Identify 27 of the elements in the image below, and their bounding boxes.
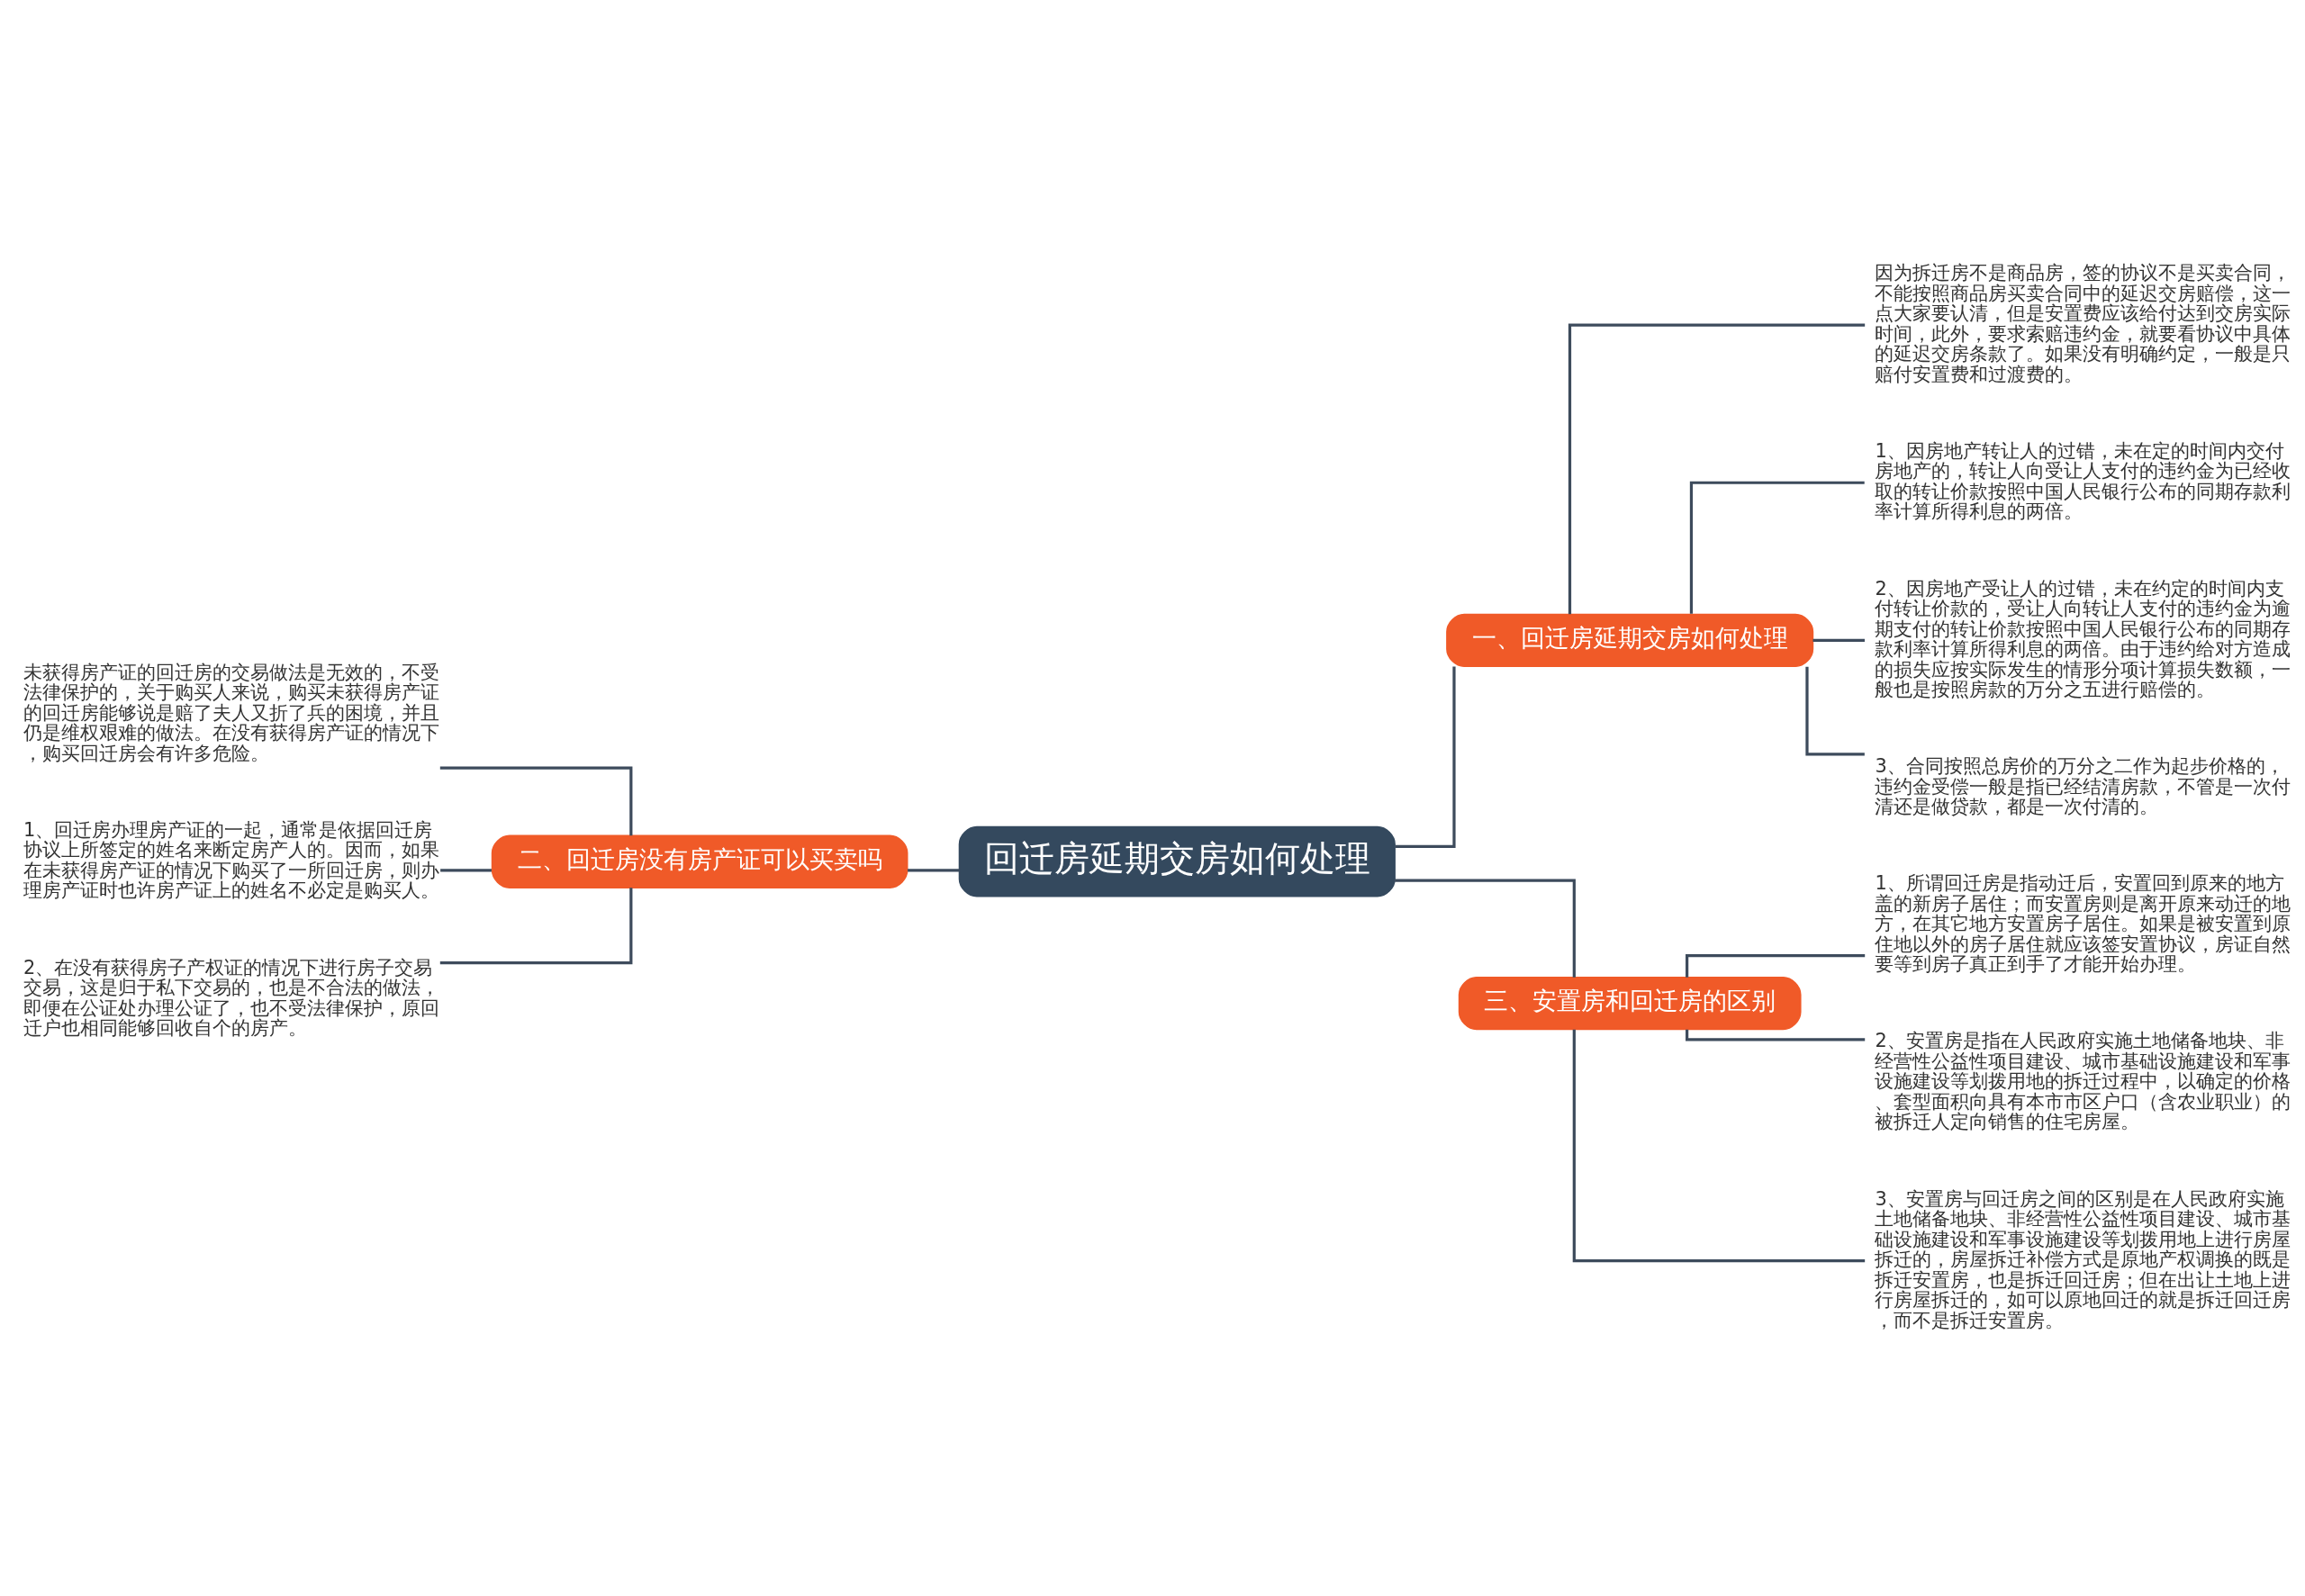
connector xyxy=(1812,638,1865,642)
node-text: 2、安置房是指在人民政府实施土地储备地块、非经营性公益性项目建设、城市基础设施建设和军事设施建设等划拨用地的拆迁过程中，以确定的价格、套型面积向具有本市市区户口（含农业职业）的被拆迁人定向销售的住宅房屋。 xyxy=(1875,1030,2291,1133)
connector xyxy=(1572,1029,1866,1263)
node-text: 3、合同按照总房价的万分之二作为起步价格的，违约金受偿一般是指已经结清房款，不管是一次付清还是做贷款，都是一次付清的。 xyxy=(1875,755,2291,818)
connector xyxy=(439,766,633,836)
connector xyxy=(1805,666,1865,756)
node-box: 三、安置房和回迁房的区别 xyxy=(1458,976,1802,1031)
connector xyxy=(1395,879,1576,978)
node-text: 1、回迁房办理房产证的一起，通常是依据回迁房协议上所签定的姓名来断定房产人的。因而，如果在未获得房产证的情况下购买了一所回迁房，则办理房产证时也许房产证上的姓名不必定是购买人。 xyxy=(23,818,440,902)
node-box: 二、回迁房没有房产证可以买卖吗 xyxy=(491,834,908,888)
node-text: 2、因房地产受让人的过错，未在约定的时间内支付转让价款的，受让人向转让人支付的违约金为逾期支付的转让价款按照中国人民银行公布的同期存款利率计算所得利息的两倍。由于违约给对方造成的损失应按实际发生的情形分项计算损失数额，一般也是按照房款的万分之五进行赔偿的。 xyxy=(1875,577,2291,701)
connector xyxy=(440,869,492,872)
connector xyxy=(439,888,633,965)
node-text: 未获得房产证的回迁房的交易做法是无效的，不受法律保护的，关于购买人来说，购买未获得房产证的回迁房能够说是赔了夫人又折了兵的困境，并且仍是维权艰难的做法。在没有获得房产证的情况下，购买回迁房会有许多危险。 xyxy=(23,661,440,764)
connector xyxy=(1568,323,1866,615)
node-text: 1、所谓回迁房是指动迁后，安置回到原来的地方盖的新房子居住；而安置房则是离开原来动迁的地方，在其它地方安置房子居住。如果是被安置到原住地以外的房子居住就应该签安置协议，房证自然要等到房子真正到手了才能开始办理。 xyxy=(1875,872,2291,976)
connector xyxy=(908,869,960,872)
node-text: 因为拆迁房不是商品房，签的协议不是买卖合同，不能按照商品房买卖合同中的延迟交房赔偿，这一点大家要认清，但是安置费应该给付达到交房实际时间，此外，要求索赔违约金，就要看协议中具体的延迟交房条款了。如果没有明确约定，一般是只赔付安置费和过渡费的。 xyxy=(1875,262,2291,385)
node-box: 一、回迁房延期交房如何处理 xyxy=(1446,613,1814,668)
node-text: 1、因房地产转让人的过错，未在定的时间内交付房地产的，转让人向受让人支付的违约金为已经收取的转让价款按照中国人民银行公布的同期存款利率计算所得利息的两倍。 xyxy=(1875,439,2291,523)
connector xyxy=(1686,1029,1866,1041)
node-text: 3、安置房与回迁房之间的区别是在人民政府实施土地储备地块、非经营性公益性项目建设、城市基础设施建设和军事设施建设等划拨用地上进行房屋拆迁的，房屋拆迁补偿方式是原地产权调换的既是拆迁安置房，也是拆迁回迁房；但在出让土地上进行房屋拆迁的，如可以原地回迁的就是拆迁回迁房，而不是拆迁安置房。 xyxy=(1875,1187,2291,1331)
node-box: 回迁房延期交房如何处理 xyxy=(958,825,1396,897)
node-text: 2、在没有获得房子产权证的情况下进行房子交易交易，这是归于私下交易的，也是不合法的做法，即便在公证处办理公证了，也不受法律保护，原回迁户也相同能够回收自个的房产。 xyxy=(23,956,440,1040)
connector xyxy=(1686,954,1866,978)
connector xyxy=(1689,481,1865,614)
connector xyxy=(1395,666,1456,848)
